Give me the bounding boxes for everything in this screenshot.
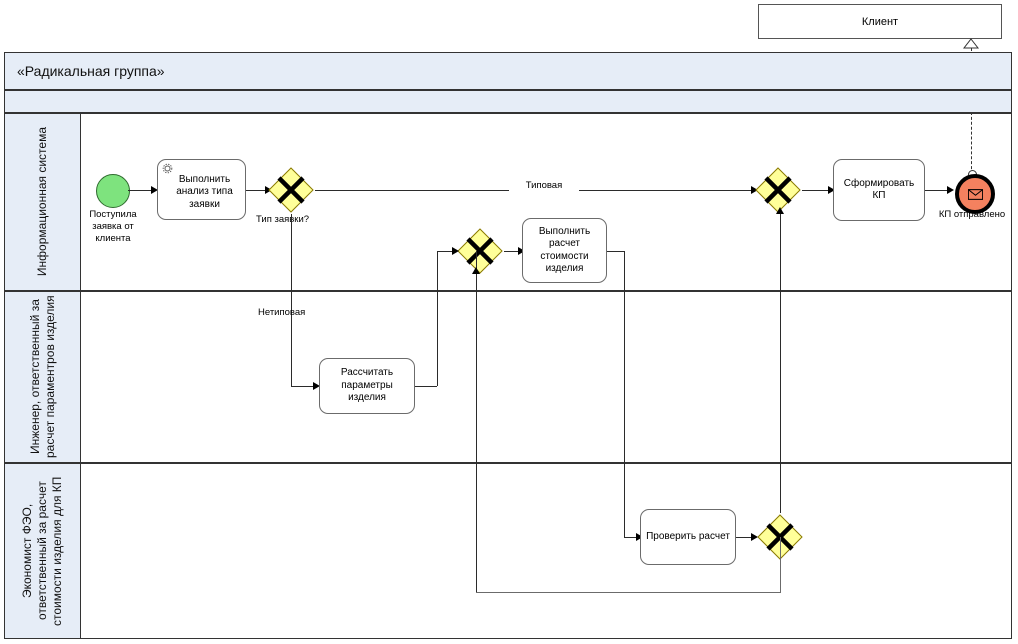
task-calc-product-params-label: Рассчитать параметры изделия	[340, 367, 394, 404]
task-generate-kp[interactable]: Сформировать КП	[833, 159, 925, 221]
participant-klient-label: Клиент	[861, 15, 899, 28]
task-calc-product-cost[interactable]: Выполнить расчет стоимости изделия	[522, 218, 607, 283]
lane-header-economist[interactable]: Экономист ФЭО, ответственный за расчет с…	[4, 463, 81, 639]
end-event-label: КП отправлено	[938, 209, 1006, 220]
flow-arrow-params-to-merge-cost	[452, 247, 459, 255]
gateway-merge-cost[interactable]	[456, 227, 504, 275]
flow-params-up-to-merge	[437, 251, 438, 386]
flow-params-into-merge-cost	[437, 251, 456, 252]
envelope-icon	[967, 188, 983, 200]
lane-frame-engineer	[4, 291, 1012, 463]
lane-header-engineer[interactable]: Инженер, ответственный за расчет парамен…	[4, 291, 81, 463]
flow-label-atypical: Нетиповая	[258, 307, 306, 318]
flow-label-typical: Типовая	[509, 180, 579, 192]
flow-merge-final-to-kp	[802, 190, 832, 191]
pool-title: «Радикальная группа»	[4, 52, 1012, 90]
end-event-message[interactable]	[955, 174, 995, 214]
flow-arrow-kp-to-end	[947, 186, 954, 194]
task-calc-product-params[interactable]: Рассчитать параметры изделия	[319, 358, 415, 414]
flow-atypical-vertical	[291, 214, 292, 386]
lane-label-engineer: Инженер, ответственный за расчет парамен…	[27, 295, 57, 459]
flow-merge-cost-to-task	[504, 251, 522, 252]
flow-loop-up-to-merge-cost	[476, 251, 477, 592]
flow-verify-to-gateway	[736, 537, 755, 538]
task-analyze-request-type[interactable]: Выполнить анализ типа заявки	[157, 159, 246, 220]
gateway-request-type[interactable]	[267, 166, 315, 214]
pool-title-label: «Радикальная группа»	[17, 63, 165, 79]
lane-label-information-system: Информационная система	[35, 127, 49, 277]
flow-loop-down-from-check	[780, 537, 781, 592]
flow-cost-into-verify	[624, 537, 640, 538]
flow-analyze-to-gateway	[246, 190, 268, 191]
flow-arrow-start-to-analyze	[151, 186, 158, 194]
flow-arrow-verify-to-gateway	[751, 533, 758, 541]
task-calc-product-cost-label: Выполнить расчет стоимости изделия	[538, 225, 591, 275]
lane-label-economist: Экономист ФЭО, ответственный за расчет с…	[20, 476, 64, 626]
gateway-request-type-label: Тип заявки?	[256, 214, 310, 225]
flow-arrow-merge-cost-to-task	[518, 247, 525, 255]
task-verify-calculation-label: Проверить расчет	[646, 530, 730, 542]
pool-subtitle-band	[4, 90, 1012, 113]
lane-header-information-system[interactable]: Информационная система	[4, 113, 81, 291]
flow-arrow-cost-to-verify	[636, 533, 643, 541]
flow-arrow-typical-to-merge	[751, 186, 758, 194]
task-generate-kp-label: Сформировать КП	[843, 177, 915, 202]
task-analyze-request-type-label: Выполнить анализ типа заявки	[176, 173, 233, 210]
task-verify-calculation[interactable]: Проверить расчет	[640, 509, 736, 565]
flow-cost-out-right	[607, 251, 624, 252]
flow-kp-to-end	[925, 190, 951, 191]
flow-atypical-horizontal	[291, 386, 317, 387]
flow-check-up-to-merge-final	[780, 214, 781, 513]
flow-arrow-merge-final-to-kp	[828, 186, 835, 194]
start-event-label: Поступила заявка от клиента	[89, 209, 137, 244]
flow-arrow-atypical-to-params	[313, 382, 320, 390]
flow-start-to-analyze	[128, 190, 153, 191]
service-gear-icon	[162, 163, 173, 174]
flow-loop-left	[476, 592, 781, 593]
start-event[interactable]	[96, 174, 130, 208]
flow-cost-down-to-verify	[624, 251, 625, 537]
participant-klient[interactable]: Клиент	[758, 4, 1002, 39]
flow-params-out-right	[415, 386, 437, 387]
flow-arrow-check-to-merge-final	[776, 207, 784, 214]
flow-arrow-loop-to-merge-cost	[472, 267, 480, 274]
lane-frame-economist	[4, 463, 1012, 639]
